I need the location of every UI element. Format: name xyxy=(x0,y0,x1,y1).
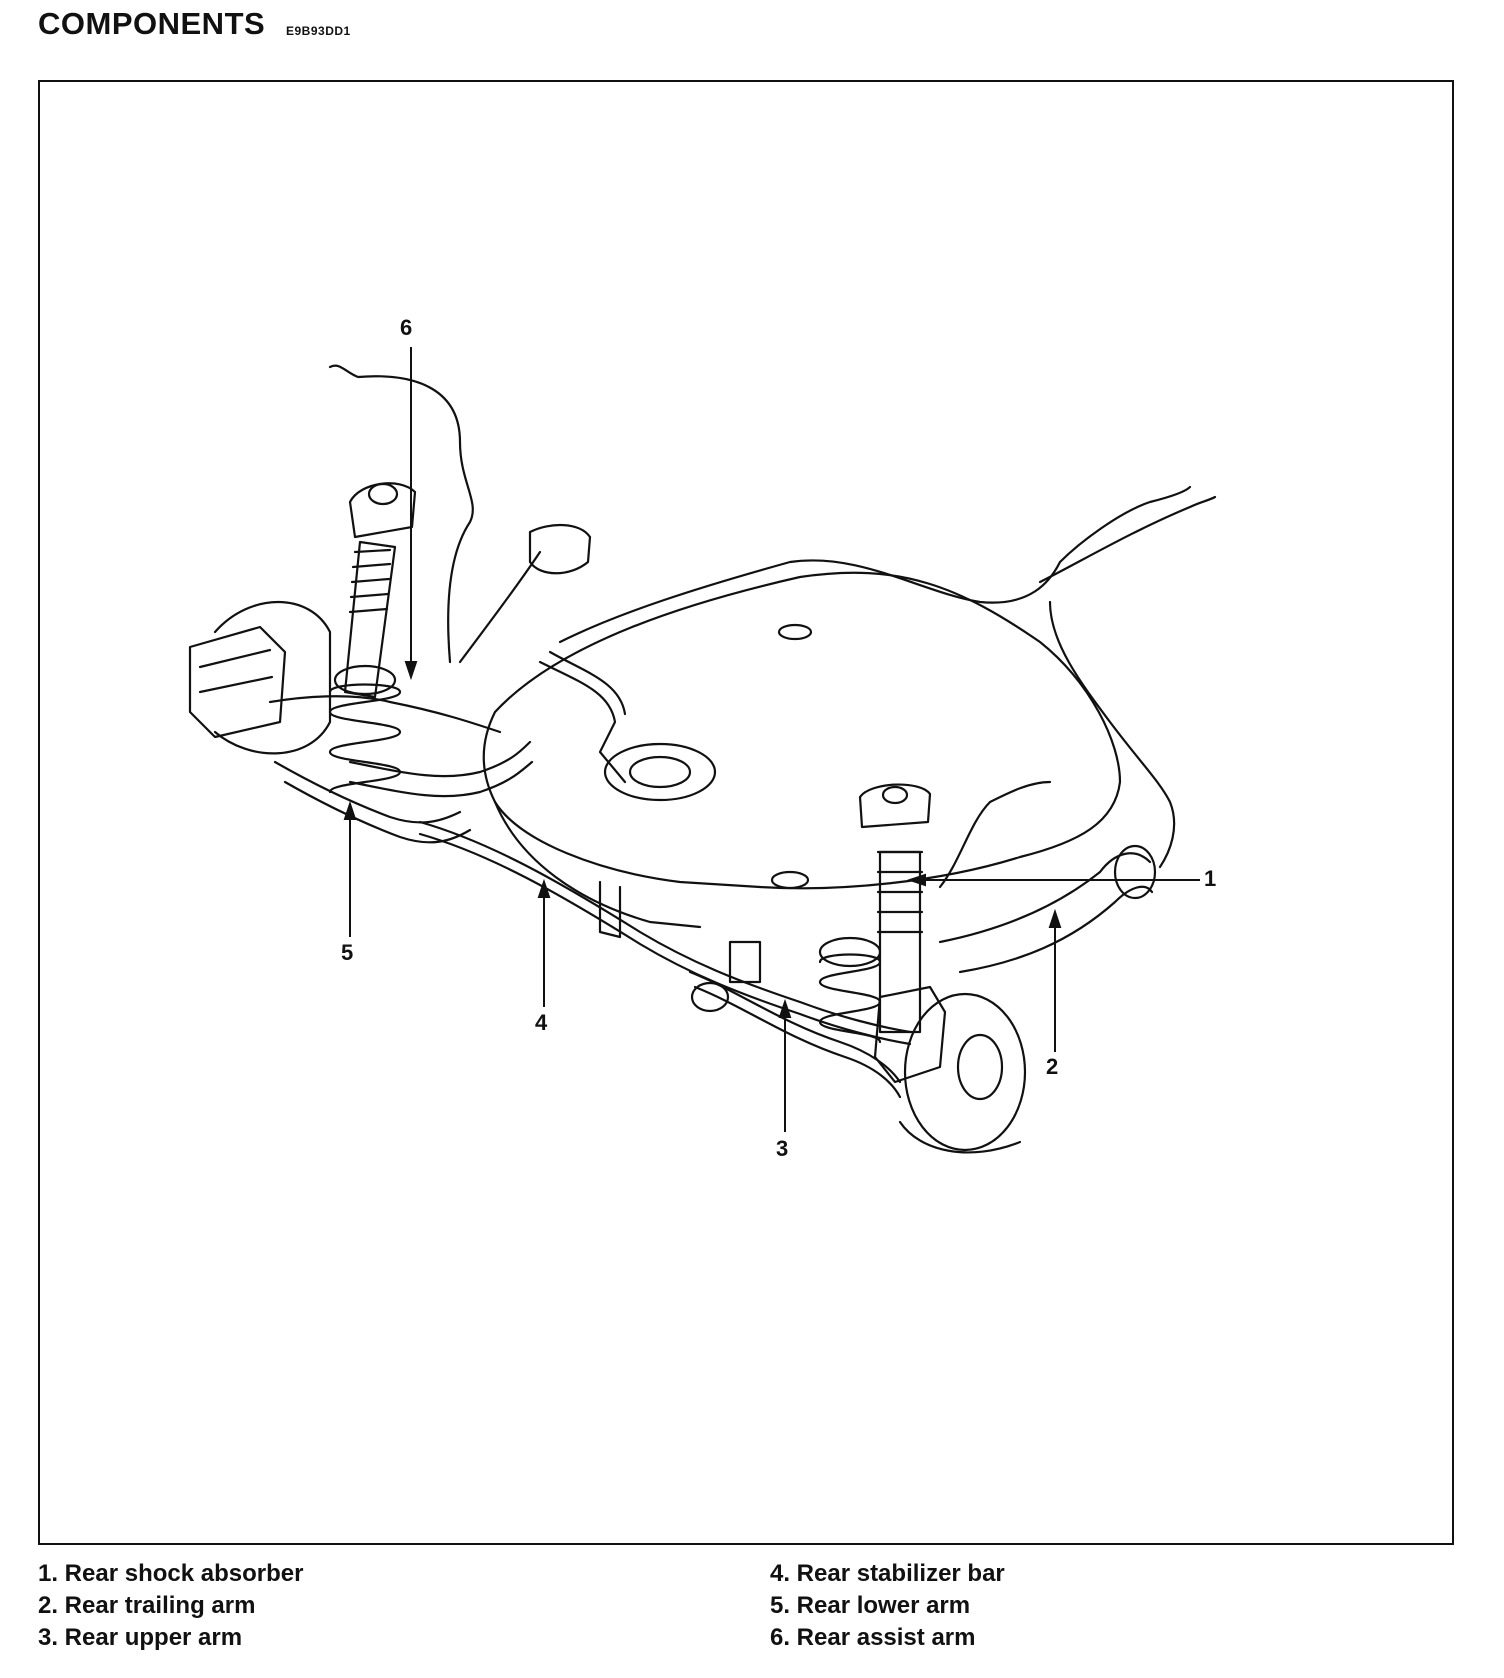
parking-brake-cable-2 xyxy=(1048,600,1176,869)
leader-arrow-2 xyxy=(1048,908,1062,928)
right-shock-bellows xyxy=(876,850,924,934)
legend-item-2: 2. Rear trailing arm xyxy=(38,1592,256,1619)
right-hub xyxy=(956,1033,1004,1101)
right-trailing-arm xyxy=(938,852,1152,944)
fuel-tank xyxy=(482,571,1122,890)
leader-arrow-3 xyxy=(778,998,792,1018)
fuel-tank-lower-edge xyxy=(493,800,702,929)
callout-3: 3 xyxy=(776,1136,789,1161)
leader-arrow-1 xyxy=(906,873,926,887)
stabilizer-bar-inner xyxy=(418,832,912,1046)
callout-6: 6 xyxy=(400,315,413,340)
callout-5: 5 xyxy=(341,940,354,965)
right-upper-arm xyxy=(688,970,902,1084)
left-coil-spring xyxy=(328,683,402,794)
legend-item-5: 5. Rear lower arm xyxy=(770,1592,971,1619)
left-lower-arm xyxy=(273,760,462,824)
fuel-pump-cover xyxy=(603,742,717,802)
right-shock-top xyxy=(858,783,932,829)
leader-arrow-4 xyxy=(537,878,551,898)
right-upper-arm-under xyxy=(693,985,902,1099)
left-shock-bellows xyxy=(348,548,392,614)
stabilizer-bar xyxy=(418,820,912,1034)
right-upper-arm-bushing xyxy=(690,981,730,1013)
tank-drain-plug xyxy=(777,623,813,641)
left-brake-disc xyxy=(213,601,332,755)
callout-2: 2 xyxy=(1046,1054,1059,1079)
right-caliper xyxy=(873,985,947,1084)
left-brake-caliper xyxy=(188,625,287,739)
left-shock-top xyxy=(348,482,417,539)
callout-4: 4 xyxy=(535,1010,548,1035)
upper-bracket xyxy=(528,523,592,575)
left-shock-body xyxy=(343,540,397,699)
right-trailing-arm-under xyxy=(958,885,1154,974)
tank-plug-lower xyxy=(770,870,810,890)
parking-brake-cable xyxy=(558,485,1192,644)
document-code: E9B93DD1 xyxy=(286,24,351,38)
fuel-pump-flange xyxy=(628,755,692,789)
rear-suspension-illustration xyxy=(188,347,1217,1154)
rear-pipe-2 xyxy=(348,760,534,798)
page-title: COMPONENTS xyxy=(38,6,266,41)
callout-1: 1 xyxy=(1204,866,1217,891)
right-spring-seat xyxy=(818,936,882,968)
rear-pipe xyxy=(348,740,532,778)
right-shock-mount xyxy=(881,785,909,805)
right-coil-spring xyxy=(818,953,882,1044)
legend-item-3: 3. Rear upper arm xyxy=(38,1624,243,1651)
leader-arrow-6 xyxy=(404,661,418,681)
legend-item-1: 1. Rear shock absorber xyxy=(38,1560,304,1587)
tank-strap-bracket xyxy=(598,880,622,939)
left-spring-seat xyxy=(333,664,397,696)
parking-brake-cable-3 xyxy=(1038,495,1217,584)
right-brake-disc xyxy=(903,992,1027,1152)
right-backing-plate xyxy=(898,1120,1022,1154)
left-brake-line xyxy=(328,364,474,664)
legend-item-4: 4. Rear stabilizer bar xyxy=(770,1560,1005,1587)
right-bracket xyxy=(728,940,762,984)
diagram-frame: 6 1 2 3 4 5 xyxy=(38,80,1454,1545)
fuel-line-2 xyxy=(548,650,627,716)
left-shock-mount xyxy=(367,482,399,506)
leader-arrow-5 xyxy=(343,800,357,820)
left-lower-arm-under xyxy=(283,780,472,844)
left-caliper-detail xyxy=(198,648,274,694)
right-brake-line xyxy=(938,780,1052,889)
legend-item-6: 6. Rear assist arm xyxy=(770,1624,976,1651)
upper-bracket-arm xyxy=(458,550,542,664)
fuel-line xyxy=(538,660,627,784)
right-trailing-bushing xyxy=(1113,844,1157,900)
left-upper-arm xyxy=(268,695,502,734)
